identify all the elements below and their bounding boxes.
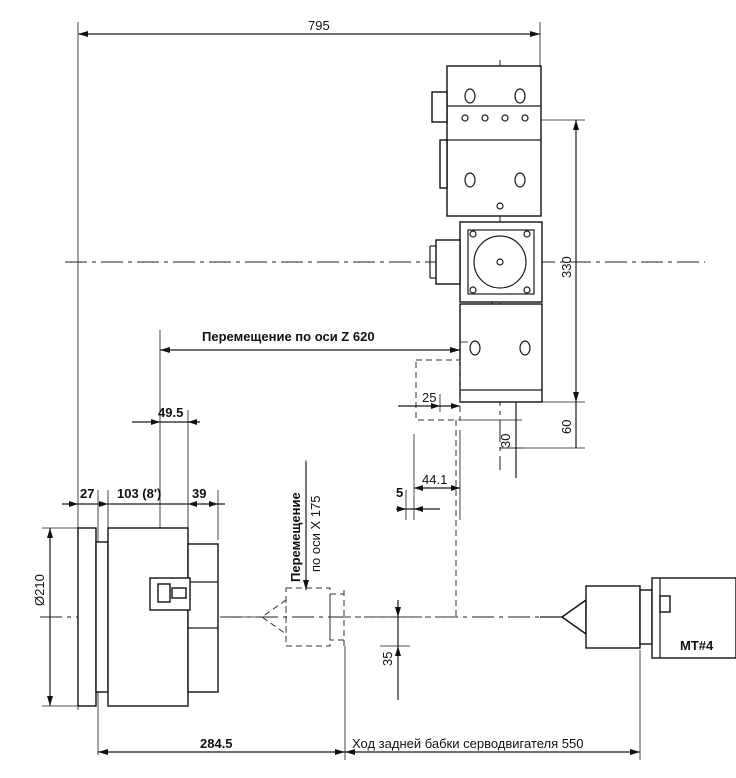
dimension-330-label: 330 bbox=[559, 256, 574, 278]
tailstock-travel-label: Ход задней бабки серводвигателя 550 bbox=[352, 736, 583, 751]
dimension-44-1: 44.1 bbox=[413, 430, 461, 520]
turret bbox=[415, 65, 543, 421]
dimension-25: 25 bbox=[398, 390, 460, 412]
dimension-330: 330 bbox=[541, 119, 585, 403]
turret-upper-block bbox=[446, 65, 542, 217]
dimension-49-5-label: 49.5 bbox=[158, 405, 183, 420]
chuck-body bbox=[107, 527, 189, 707]
x-travel-tool: Перемещение по оси X 175 bbox=[236, 460, 345, 647]
tailstock-quill bbox=[585, 585, 641, 649]
dimension-30-label: 30 bbox=[498, 434, 513, 448]
x-travel-label-2: по оси X 175 bbox=[308, 496, 323, 572]
chuck-flange bbox=[77, 527, 97, 707]
chuck bbox=[77, 527, 219, 707]
hidden-path-lines bbox=[345, 420, 457, 618]
dimension-39-label: 39 bbox=[192, 486, 206, 501]
dimension-5: 5 bbox=[396, 485, 440, 520]
x-travel-label-1: Перемещение bbox=[288, 492, 303, 582]
dimension-diameter: Ø210 bbox=[32, 527, 78, 707]
turret-lower-block bbox=[459, 303, 543, 403]
turret-motor bbox=[435, 239, 461, 285]
dimension-25-label: 25 bbox=[422, 390, 436, 405]
dimension-103-label: 103 (8') bbox=[117, 486, 161, 501]
dimension-35-label: 35 bbox=[380, 652, 395, 666]
dimension-44-1-label: 44.1 bbox=[422, 472, 447, 487]
dimension-5-label: 5 bbox=[396, 485, 403, 500]
dimension-27-label: 27 bbox=[80, 486, 94, 501]
dimension-z-travel: Перемещение по оси Z 620 bbox=[159, 329, 468, 560]
diameter-label: Ø210 bbox=[32, 574, 47, 606]
dimension-35: 35 bbox=[380, 600, 410, 700]
dimension-284-5-label: 284.5 bbox=[200, 736, 233, 751]
tailstock-label: MT#4 bbox=[680, 638, 714, 653]
dimension-60-label: 60 bbox=[559, 420, 574, 434]
dimension-30: 30 bbox=[460, 402, 522, 478]
tailstock-body bbox=[651, 577, 736, 659]
dimension-49-5: 49.5 bbox=[132, 405, 200, 532]
bottom-dimensions: 284.5 Ход задней бабки серводвигателя 55… bbox=[98, 646, 641, 760]
chuck-jaws bbox=[187, 543, 219, 693]
z-travel-label: Перемещение по оси Z 620 bbox=[202, 329, 375, 344]
dimension-795-label: 795 bbox=[308, 18, 330, 33]
tailstock: MT#4 bbox=[540, 577, 736, 659]
